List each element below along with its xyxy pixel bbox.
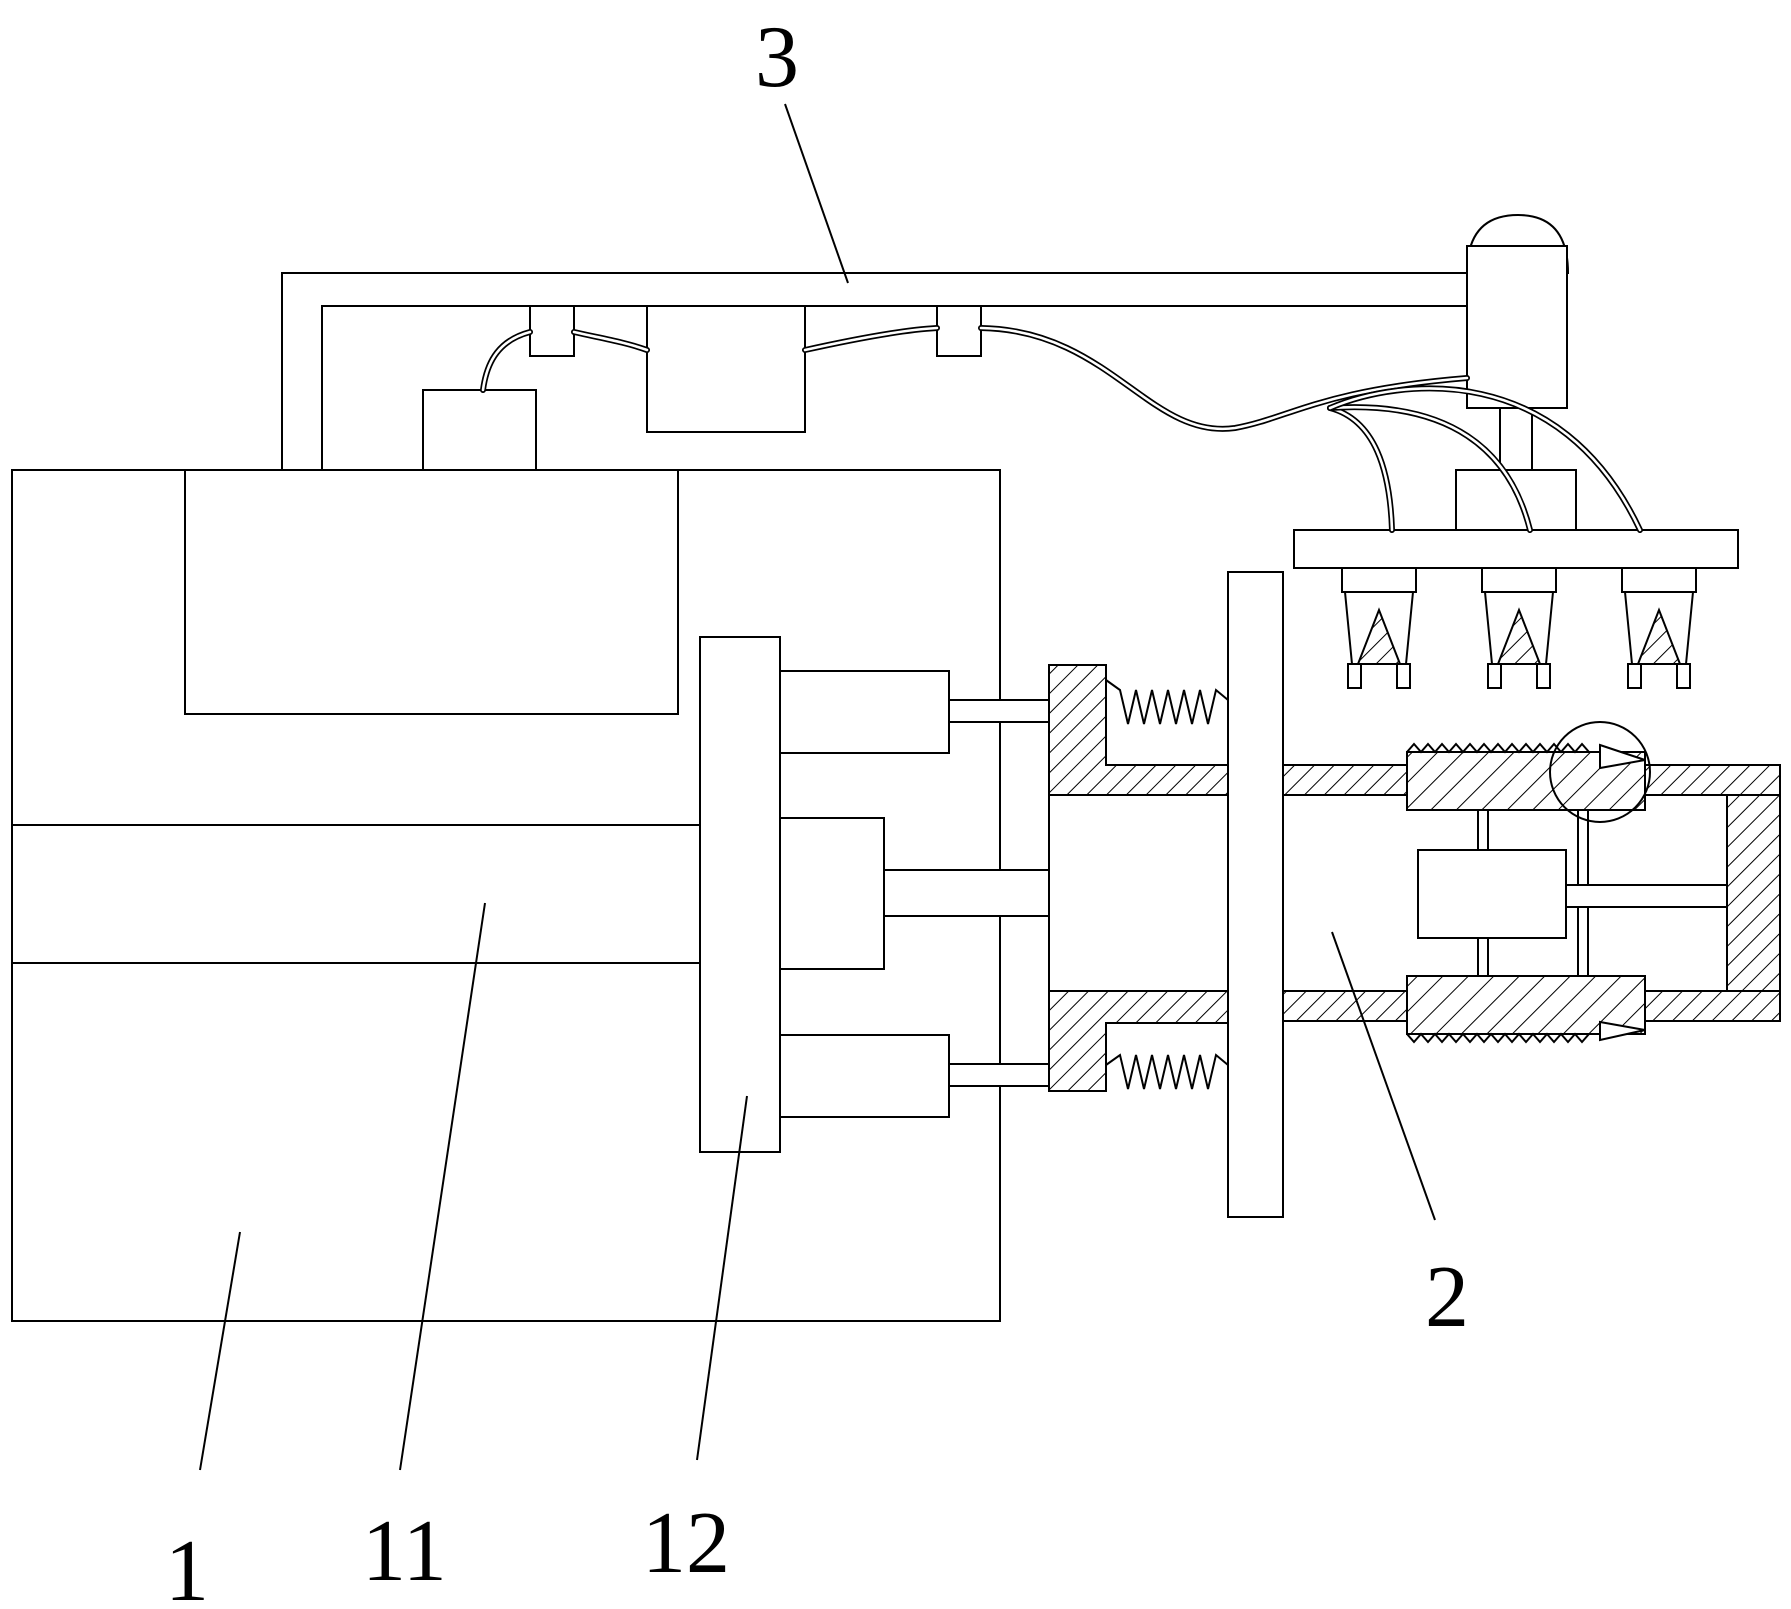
suction-head: [1294, 215, 1738, 688]
label-clamp-tube: 2: [1425, 1249, 1469, 1346]
label-channel: 11: [362, 1503, 447, 1600]
cylinders: [780, 671, 1049, 1117]
nozzle-1: [1342, 568, 1416, 688]
nozzle-3: [1622, 568, 1696, 688]
push-plate: [700, 637, 780, 1152]
label-push-plate: 12: [642, 1495, 730, 1592]
hopper: [185, 470, 678, 714]
label-frame: 3: [755, 9, 799, 106]
clamp-assembly: [1049, 572, 1780, 1217]
valve-block-left: [530, 306, 574, 356]
controller-box: [647, 306, 805, 432]
nozzle-2: [1482, 568, 1556, 688]
valve-block-right: [937, 306, 981, 356]
pump-box: [423, 390, 536, 470]
label-base-body: 1: [165, 1523, 209, 1609]
